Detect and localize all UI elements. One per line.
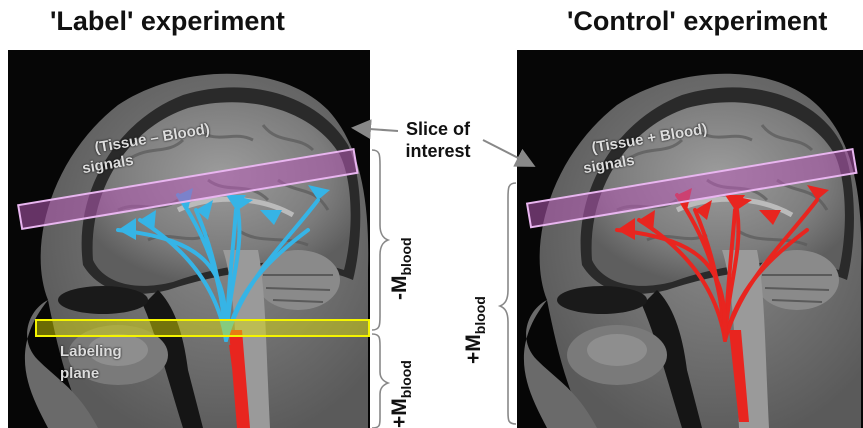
labeling-plane [36,320,369,336]
plus-m-blood-lower-label: +Mblood [388,360,414,428]
plus-m-lower-sub: blood [398,360,414,398]
minus-m-brace [372,150,388,330]
slice-of-interest-line1: Slice of [388,118,488,140]
plus-m-lower-text: +M [388,398,411,428]
plus-m-blood-right-label: +Mblood [462,296,488,364]
label-experiment-title: 'Label' experiment [50,6,285,37]
slice-of-interest-label: Slice of interest [388,118,488,162]
plus-m-right-text: +M [462,334,485,364]
minus-m-sub: blood [398,237,414,275]
plus-m-lower-brace [372,334,388,428]
minus-m-text: -M [388,276,411,301]
control-mri-image [517,50,863,428]
label-experiment-mri-panel: (Tissue – Blood) signals Labeling plane [8,50,370,428]
control-experiment-mri-panel: (Tissue + Blood) signals [517,50,863,428]
labeling-plane-label-line2: plane [60,364,99,384]
minus-m-blood-label: -Mblood [388,237,414,300]
slice-of-interest-line2: interest [388,140,488,162]
control-experiment-title: 'Control' experiment [567,6,827,37]
labeling-plane-label-line1: Labeling [60,342,122,362]
plus-m-right-sub: blood [472,296,488,334]
plus-m-right-brace [500,183,516,424]
